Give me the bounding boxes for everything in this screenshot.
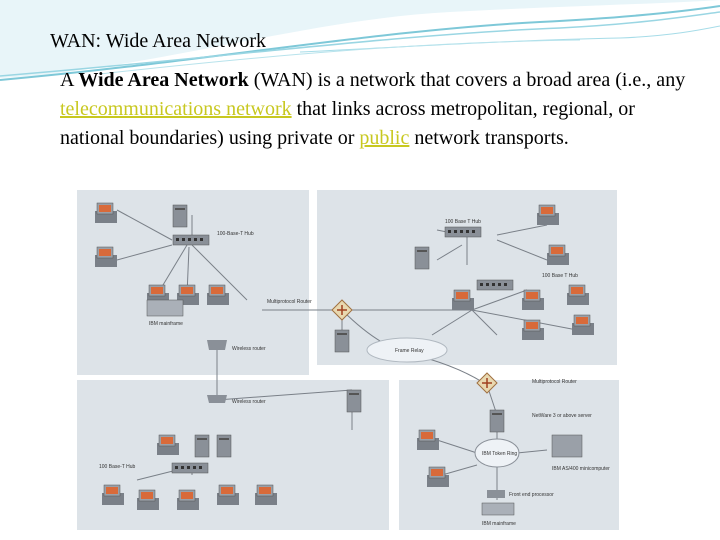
- hub-right2-label: 100 Base T Hub: [542, 273, 578, 279]
- server-icon: [216, 434, 232, 458]
- wireless-router-label: Wireless router: [232, 399, 266, 405]
- wireless-router-icon: [207, 340, 227, 350]
- mainframe-icon: [146, 299, 184, 317]
- frame-relay-cloud: [366, 337, 448, 363]
- frame-relay-label: Frame Relay: [395, 348, 424, 354]
- ibm-mainframe-label: IBM mainframe: [149, 321, 183, 327]
- text-part: network transports.: [409, 127, 569, 149]
- token-ring-icon: [474, 438, 520, 468]
- token-ring-label: IBM Token Ring: [482, 451, 517, 457]
- hub-bottom-label: 100 Base-T Hub: [99, 464, 136, 470]
- minicomputer-icon: [551, 434, 583, 458]
- netware-label: NetWare 3 or above server: [532, 413, 592, 419]
- wireless-router-icon: [207, 395, 227, 403]
- router-label: Multiprotocol Router: [532, 379, 577, 385]
- bold-term: Wide Area Network: [78, 69, 249, 91]
- hub-top-label: 100-Base-T Hub: [217, 231, 254, 237]
- telecom-network-link[interactable]: telecommunications network: [60, 98, 292, 120]
- definition-paragraph: A Wide Area Network (WAN) is a network t…: [60, 66, 700, 153]
- hub-icon: [172, 234, 210, 246]
- server-icon: [489, 409, 505, 433]
- text-part: that links across metropolitan, regional…: [60, 98, 635, 149]
- text-part: A: [60, 69, 79, 91]
- mainframe-icon: [481, 502, 515, 516]
- hub-icon: [171, 462, 209, 474]
- as400-label: IBM AS/400 minicomputer: [552, 466, 610, 472]
- router-label: Multiprotocol Router: [267, 299, 312, 305]
- hub-icon: [476, 279, 514, 291]
- ibm-mainframe-label: IBM mainframe: [482, 521, 516, 527]
- server-icon: [194, 434, 210, 458]
- server-icon: [414, 246, 430, 270]
- wireless-router-label: Wireless router: [232, 346, 266, 352]
- text-part: (WAN) is a network that covers a broad a…: [248, 69, 686, 91]
- server-icon: [334, 329, 350, 353]
- decorative-wave-header: [0, 0, 720, 81]
- slide-title: WAN: Wide Area Network: [50, 30, 266, 52]
- public-link[interactable]: public: [359, 127, 410, 149]
- front-end-label: Front end processor: [509, 492, 554, 498]
- network-panel-top-right: [317, 190, 617, 365]
- hub-icon: [444, 226, 482, 238]
- hub-right-label: 100 Base T Hub: [445, 219, 481, 225]
- server-icon: [346, 389, 362, 413]
- server-icon: [172, 204, 188, 228]
- wan-network-diagram: 100-Base-T Hub IBM mainframe Multiprotoc…: [77, 190, 619, 530]
- front-end-processor-icon: [487, 490, 505, 498]
